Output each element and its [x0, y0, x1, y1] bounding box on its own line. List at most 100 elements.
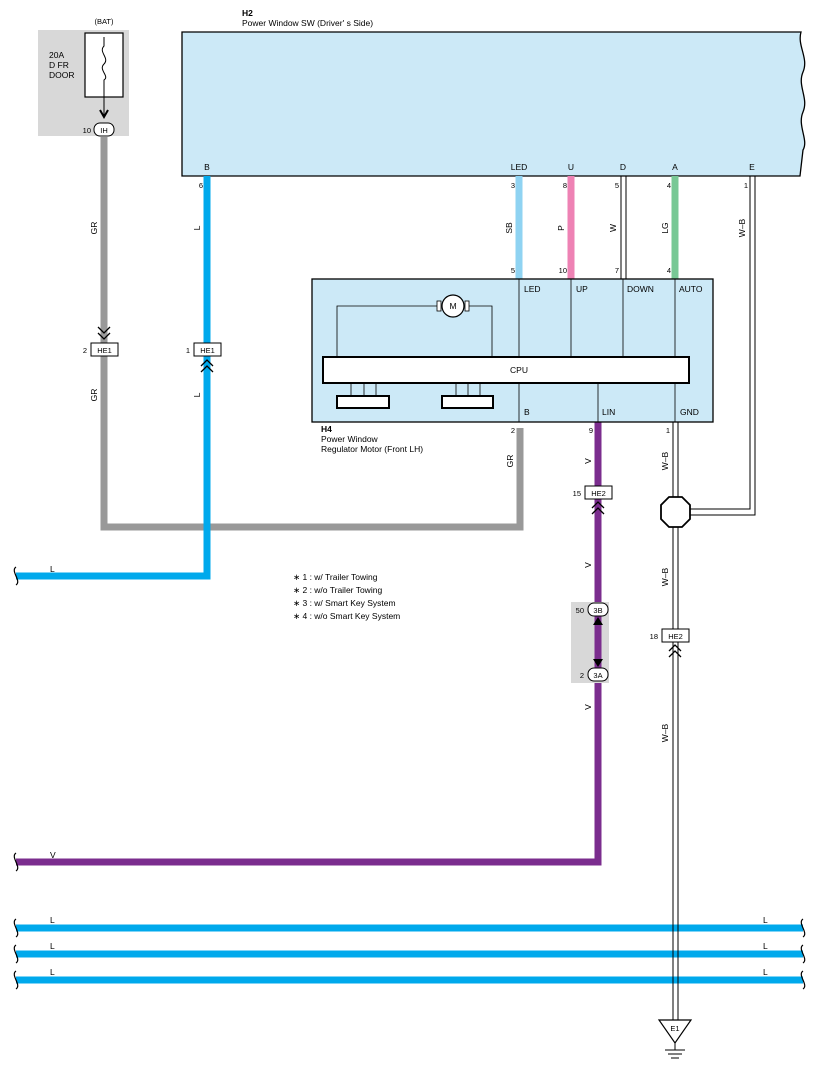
he1-gr-name: HE1 [97, 346, 112, 355]
ih-connector [93, 122, 115, 137]
he2-gnd-pin: 18 [650, 632, 658, 641]
label-l-bus-1-right: L [763, 915, 768, 925]
motor-pin-up: 10 [559, 266, 567, 275]
label-gr-top: GR [89, 222, 99, 235]
motor-pin-b: 2 [511, 426, 515, 435]
switch-terminal-u: U [568, 162, 574, 172]
connector-he2-gnd: HE2 18 [650, 628, 690, 658]
ground-e1: E1 [657, 1019, 693, 1059]
motor-symbol-label: M [449, 301, 456, 311]
switch-pin-d: 5 [615, 181, 619, 190]
wire-w [620, 176, 627, 279]
label-l-bus-3-right: L [763, 967, 768, 977]
label-v-3: V [583, 704, 593, 710]
motor-terminal-led: LED [524, 284, 541, 294]
motor-terminal-lin: LIN [602, 407, 615, 417]
motor-pin-down: 7 [615, 266, 619, 275]
motor-name-line2: Regulator Motor (Front LH) [321, 444, 423, 454]
ih-pin-number: 10 [83, 126, 91, 135]
label-wb-mid: W–B [660, 567, 670, 586]
fuse-name-line2: DOOR [49, 70, 75, 80]
switch-pin-b: 6 [199, 181, 203, 190]
motor-terminal-down: DOWN [627, 284, 654, 294]
motor-pin-lin: 9 [589, 426, 593, 435]
he2-lin-pin: 15 [573, 489, 581, 498]
wire-wb [672, 176, 756, 1020]
label-l-mid: L [192, 392, 202, 397]
label-v-2: V [583, 562, 593, 568]
c3b-name: 3B [593, 606, 602, 615]
note-4: ∗ 4 : w/o Smart Key System [293, 611, 400, 621]
ih-connector-label: IH [100, 126, 108, 135]
switch-terminal-e: E [749, 162, 755, 172]
motor-name-line1: Power Window [321, 434, 379, 444]
switch-pin-u: 8 [563, 181, 567, 190]
motor-internal-contacts [336, 383, 494, 409]
he2-gnd-name: HE2 [668, 632, 683, 641]
note-1: ∗ 1 : w/ Trailer Towing [293, 572, 378, 582]
he1-gr-pin: 2 [83, 346, 87, 355]
label-w: W [608, 224, 618, 232]
label-p: P [556, 225, 566, 231]
window-motor: M CPU LED UP DOWN AUTO 5 10 7 4 B LIN GN… [311, 266, 714, 454]
fuse-amperage: 20A [49, 50, 64, 60]
wire-gr [100, 137, 524, 531]
label-l-bus-2-left: L [50, 941, 55, 951]
notes: ∗ 1 : w/ Trailer Towing ∗ 2 : w/o Traile… [293, 572, 400, 621]
note-2: ∗ 2 : w/o Trailer Towing [293, 585, 382, 595]
switch-terminal-a: A [672, 162, 678, 172]
label-l-top: L [192, 225, 202, 230]
switch-pin-led: 3 [511, 181, 515, 190]
switch-box [181, 31, 806, 177]
label-l-left: L [50, 564, 55, 574]
switch-terminal-led: LED [511, 162, 528, 172]
wire-v [16, 422, 602, 866]
cpu-block [322, 356, 690, 384]
connector-3b-3a: 3B 50 3A 2 [571, 602, 609, 683]
connector-he2-lin: HE2 15 [573, 485, 613, 515]
fuse-symbol [101, 37, 107, 97]
connector-he1-gr: HE1 2 [83, 326, 119, 357]
motor-terminal-gnd: GND [680, 407, 699, 417]
he1-l-pin: 1 [186, 346, 190, 355]
switch-terminal-b: B [204, 162, 210, 172]
label-lg: LG [660, 222, 670, 233]
label-gr-motor: GR [505, 455, 515, 468]
he2-lin-name: HE2 [591, 489, 606, 498]
switch-terminal-d: D [620, 162, 626, 172]
label-wb-switch: W–B [737, 218, 747, 237]
label-l-bus-2-right: L [763, 941, 768, 951]
switch-code: H2 [242, 8, 253, 18]
fuse-arrow [99, 109, 109, 120]
fuse-block: (BAT) 20A D FR DOOR IH 10 [38, 17, 129, 137]
c3a-name: 3A [593, 671, 602, 680]
motor-terminal-b: B [524, 407, 530, 417]
fuse-name-line1: D FR [49, 60, 69, 70]
label-v-left: V [50, 850, 56, 860]
wire-l-b [16, 176, 211, 580]
label-sb: SB [504, 222, 514, 234]
label-wb-lower: W–B [660, 723, 670, 742]
label-v-1: V [583, 458, 593, 464]
fuse-source-label: (BAT) [94, 17, 114, 26]
ground-label: E1 [670, 1024, 679, 1033]
note-3: ∗ 3 : w/ Smart Key System [293, 598, 396, 608]
he1-l-name: HE1 [200, 346, 215, 355]
wires [16, 137, 803, 984]
c3b-pin: 50 [576, 606, 584, 615]
power-window-switch: H2 Power Window SW (Driver' s Side) B LE… [181, 8, 806, 190]
label-l-bus-1-left: L [50, 915, 55, 925]
switch-pin-e: 1 [744, 181, 748, 190]
motor-terminal-auto: AUTO [679, 284, 703, 294]
switch-name: Power Window SW (Driver' s Side) [242, 18, 373, 28]
ground-splice [660, 496, 691, 528]
wire-break-marks [13, 566, 806, 990]
wire-color-labels: GR GR GR L L SB P W LG W–B W–B W–B W–B V… [50, 218, 768, 977]
label-l-bus-3-left: L [50, 967, 55, 977]
switch-pin-a: 4 [667, 181, 671, 190]
motor-code: H4 [321, 424, 332, 434]
label-gr-mid: GR [89, 389, 99, 402]
label-wb-motor: W–B [660, 451, 670, 470]
connector-he1-l: HE1 1 [186, 342, 222, 373]
